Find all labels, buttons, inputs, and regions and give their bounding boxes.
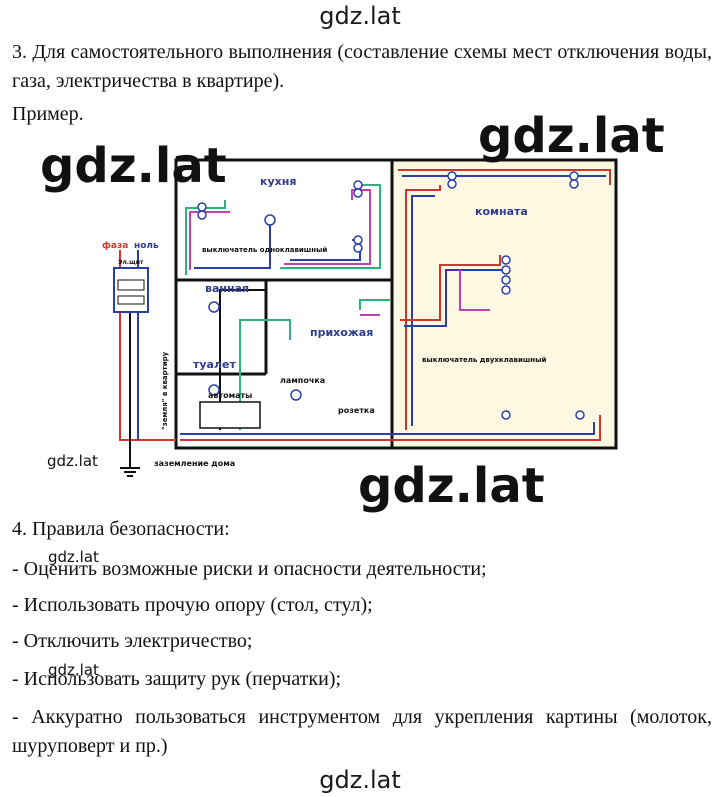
watermark-small-3: gdz.lat — [48, 661, 99, 679]
kitchen-wiring — [185, 184, 381, 275]
label-kitchen: кухня — [260, 175, 296, 188]
rule-item: - Отключить электричество; — [12, 630, 253, 652]
label-panel: Эл.щит — [118, 259, 144, 266]
label-socket: розетка — [338, 406, 375, 415]
house-ground-symbol — [120, 460, 140, 477]
lamp-fixtures — [197, 171, 585, 420]
watermark-top: gdz.lat — [319, 2, 401, 30]
label-double-switch: выключатель двухклавишный — [422, 356, 546, 364]
watermark-small-2: gdz.lat — [48, 548, 99, 566]
watermark-small-1: gdz.lat — [47, 452, 98, 470]
watermark-overlay-2: gdz.lat — [478, 108, 665, 164]
rule-item: - Оценить возможные риски и опасности де… — [12, 558, 487, 580]
rule-item: - Использовать защиту рук (перчатки); — [12, 668, 342, 690]
label-breakers: автоматы — [208, 391, 252, 400]
apartment-wiring-diagram: кухня комната ванная туалет прихожая фаз… — [102, 158, 618, 477]
label-main-room: комната — [475, 205, 528, 218]
rule-item: - Аккуратно пользоваться инструментом дл… — [12, 706, 712, 757]
label-bathroom: ванная — [205, 282, 249, 295]
task-paragraph: 3. Для самостоятельного выполнения (сост… — [12, 41, 712, 92]
electric-panel — [113, 267, 149, 313]
rules-title: 4. Правила безопасности: — [12, 518, 230, 540]
watermark-overlay-1: gdz.lat — [40, 138, 227, 194]
breakers-box — [199, 401, 261, 429]
label-hallway: прихожая — [310, 326, 373, 339]
room-main-fill — [392, 160, 616, 448]
label-ground-into-flat: "земля" в квартиру — [161, 351, 169, 430]
watermark-bottom: gdz.lat — [319, 766, 401, 794]
label-single-switch: выключатель одноклавишный — [202, 246, 327, 254]
label-phase: фаза — [102, 241, 128, 251]
example-label: Пример. — [12, 103, 84, 125]
label-toilet: туалет — [193, 358, 236, 371]
label-neutral: ноль — [134, 241, 159, 251]
label-house-ground: заземление дома — [154, 459, 235, 468]
watermark-overlay-3: gdz.lat — [358, 458, 545, 514]
rule-item: - Использовать прочую опору (стол, стул)… — [12, 594, 373, 616]
label-lamp: лампочка — [280, 376, 325, 385]
